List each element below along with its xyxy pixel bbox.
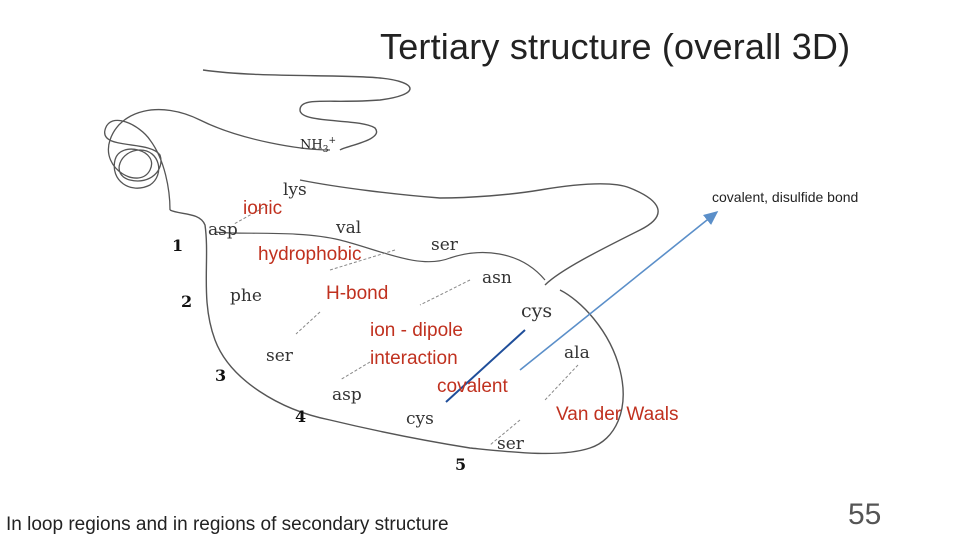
strand-number-2: 2 bbox=[181, 292, 193, 311]
dashed-link-sidechain bbox=[339, 361, 371, 381]
dashed-link-lower bbox=[489, 419, 521, 446]
amino-acid-asp-2: asp bbox=[332, 385, 362, 405]
backbone-strand-right bbox=[299, 179, 659, 286]
label-van-der-waals: Van der Waals bbox=[556, 404, 679, 425]
disulfide-bond-line bbox=[445, 329, 526, 403]
amino-acid-ala: ala bbox=[564, 343, 590, 363]
amino-acid-cys-2: cys bbox=[406, 409, 434, 429]
backbone-strand-inner bbox=[214, 231, 546, 281]
slide-title: Tertiary structure (overall 3D) bbox=[380, 26, 851, 67]
strand-number-3: 3 bbox=[215, 366, 227, 385]
label-covalent: covalent bbox=[437, 376, 508, 397]
amino-acid-ser-2: ser bbox=[266, 346, 293, 366]
amino-acid-val: val bbox=[336, 218, 362, 238]
strand-number-5: 5 bbox=[455, 455, 467, 474]
amino-acid-cys-1: cys bbox=[521, 300, 553, 322]
page-number: 55 bbox=[848, 498, 882, 531]
label-hydrophobic: hydrophobic bbox=[258, 244, 362, 265]
amino-acid-ser-1: ser bbox=[431, 235, 458, 255]
label-ion-dipole: ion - dipole bbox=[370, 320, 463, 341]
slide-caption: In loop regions and in regions of second… bbox=[6, 514, 449, 535]
backbone-top-loop bbox=[202, 69, 411, 151]
dashed-link-van-der-waals bbox=[544, 364, 579, 401]
amino-acid-asn: asn bbox=[482, 268, 512, 288]
dashed-link-h-bond bbox=[419, 279, 471, 306]
amino-acid-lys: lys bbox=[283, 180, 307, 200]
dashed-link-hydrophobic bbox=[329, 249, 396, 271]
strand-number-1: 1 bbox=[172, 236, 184, 255]
amino-acid-ser-3: ser bbox=[497, 434, 524, 454]
backbone-strand-left bbox=[169, 209, 624, 455]
label-disulfide-bond: covalent, disulfide bond bbox=[712, 189, 859, 205]
n-terminus-label: NH3+ bbox=[300, 136, 336, 155]
amino-acid-phe: phe bbox=[230, 286, 262, 306]
strand-number-4: 4 bbox=[295, 407, 307, 426]
dashed-link-ion-dipole bbox=[295, 311, 321, 335]
disulfide-callout-arrow bbox=[519, 210, 719, 371]
label-h-bond: H-bond bbox=[326, 283, 389, 304]
label-ionic: ionic bbox=[243, 198, 283, 219]
label-interaction: interaction bbox=[370, 348, 458, 369]
amino-acid-asp-1: asp bbox=[208, 220, 238, 240]
backbone-coil bbox=[104, 108, 331, 211]
dashed-link-ionic bbox=[233, 204, 269, 225]
